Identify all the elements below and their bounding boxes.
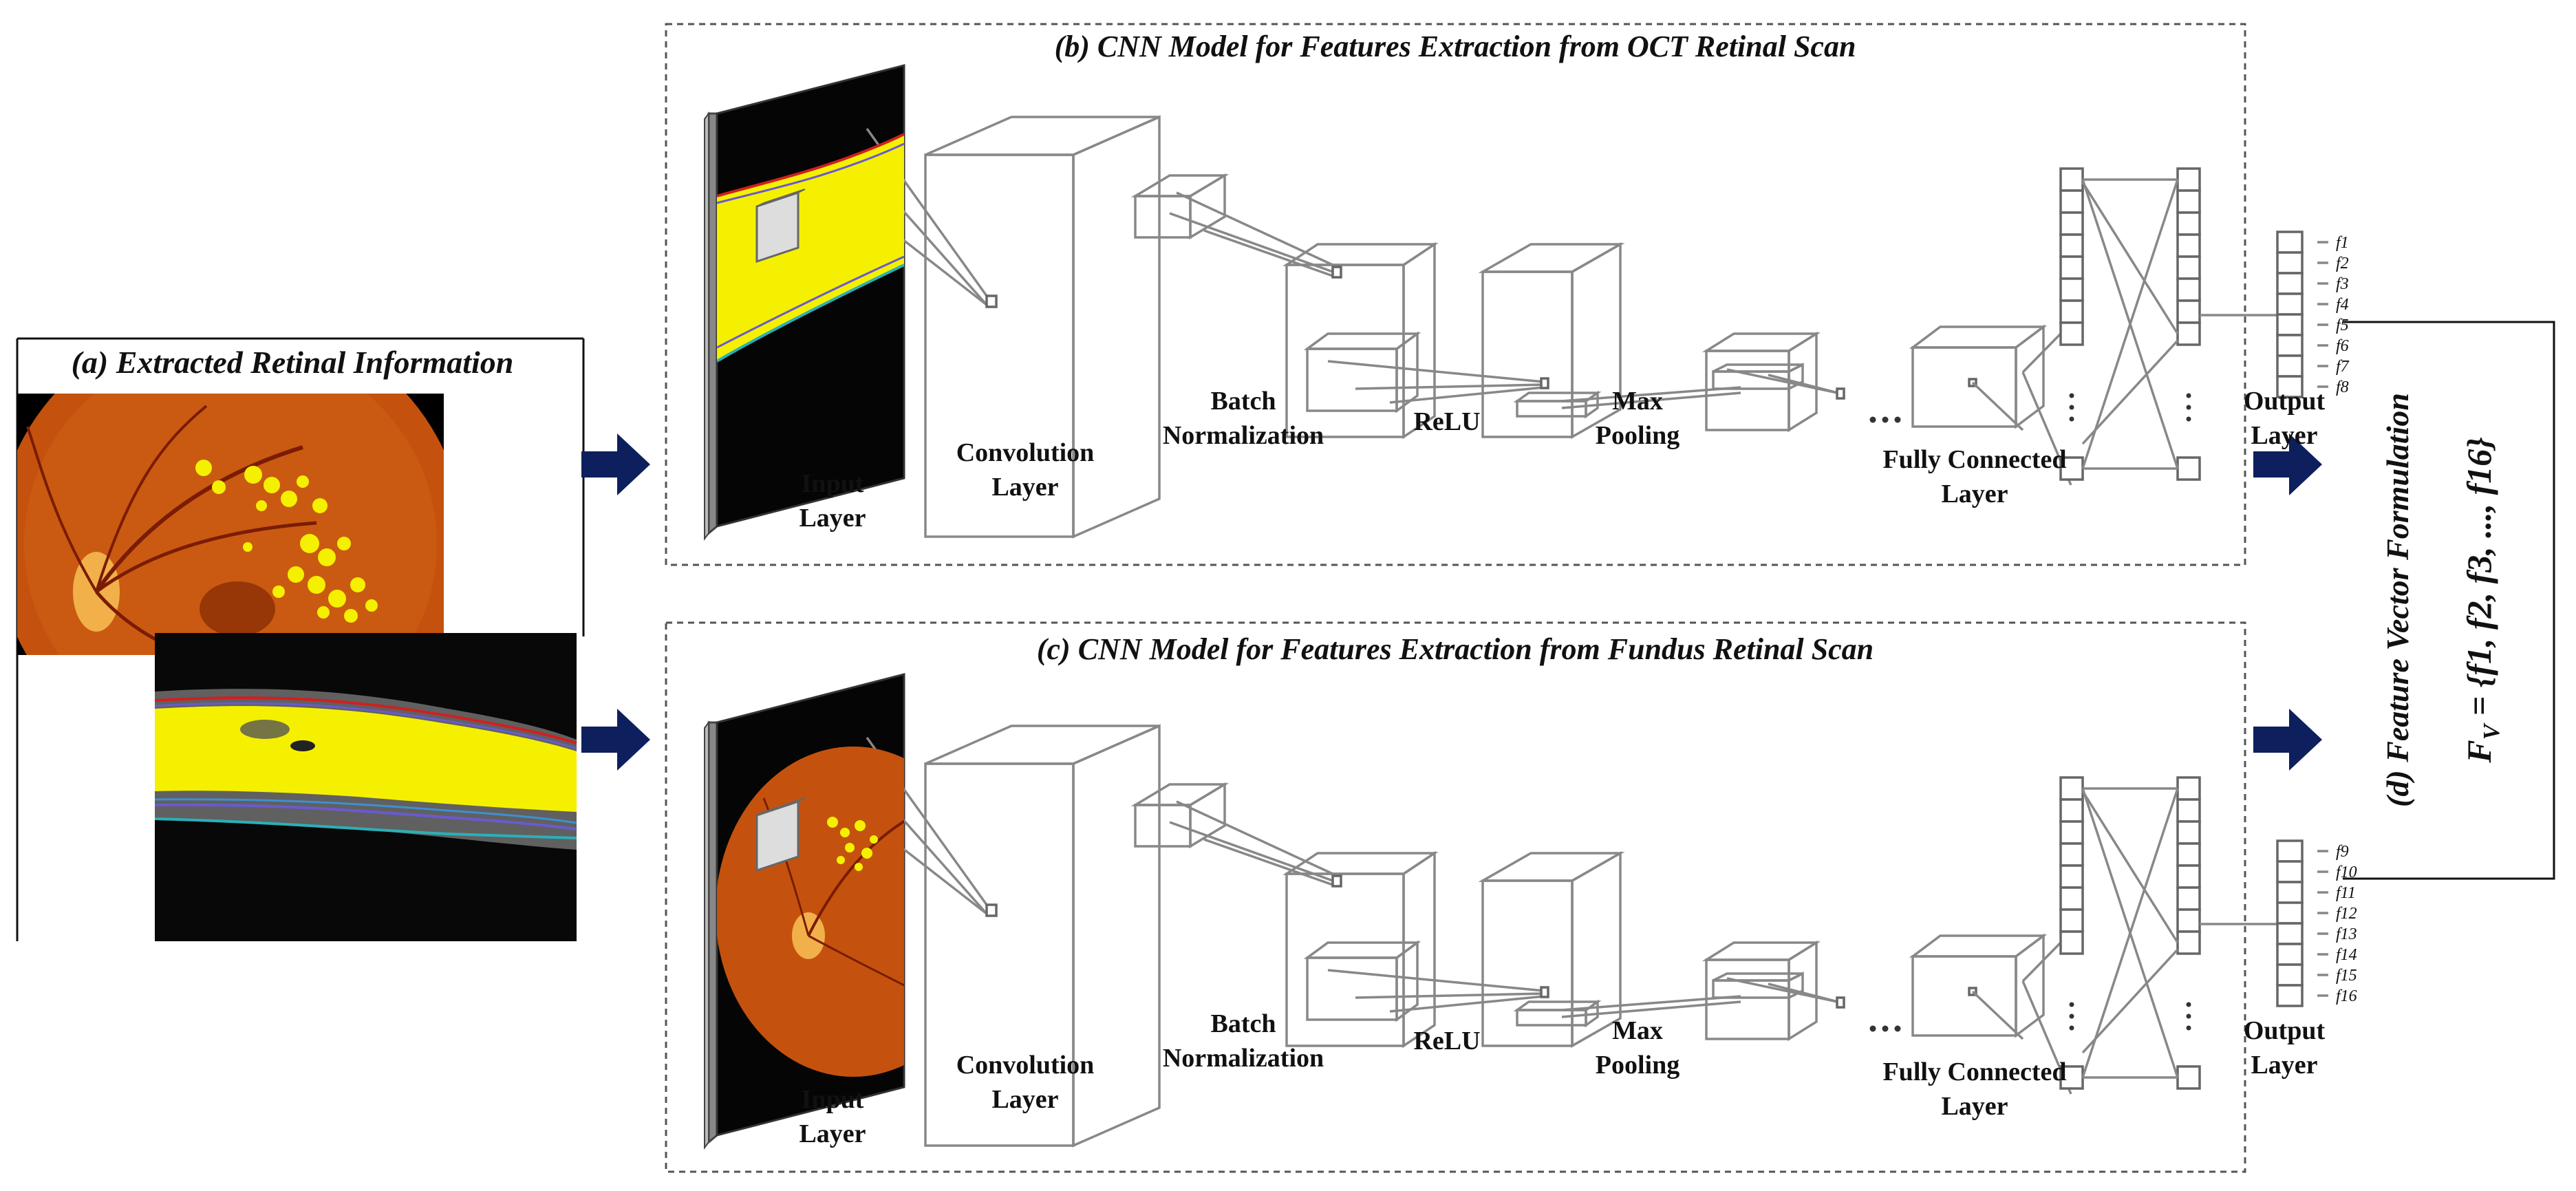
feature-vector-formula: FV = {f1, f2, f3, ..., f16} (2460, 437, 2504, 763)
fundus-image (17, 394, 444, 655)
feature-label: f8 (2336, 378, 2349, 396)
feature-label: f11 (2336, 884, 2356, 902)
feature-label: f2 (2336, 255, 2349, 272)
feature-label: f15 (2336, 967, 2357, 985)
feature-labels-oct: f1 f2 f3 f4 f5 f6 f7 f8 (2336, 234, 2350, 396)
feature-label: f6 (2336, 337, 2349, 355)
cnn-network-oct (703, 64, 2330, 540)
cnn-network-fundus (703, 673, 2330, 1149)
feature-label: f5 (2336, 316, 2349, 334)
oct-input-image (717, 133, 904, 363)
feature-label: f3 (2336, 275, 2349, 293)
feature-label: f12 (2336, 905, 2357, 923)
panel-b-title: (b) CNN Model for Features Extraction fr… (1055, 30, 1856, 63)
block-arrow-right-icon (2253, 709, 2322, 771)
panel-b: (b) CNN Model for Features Extraction fr… (665, 23, 2350, 566)
panel-d-title: (d) Feature Vector Formulation (2380, 393, 2415, 807)
panel-c: (c) CNN Model for Features Extraction fr… (665, 621, 2357, 1173)
feature-label: f1 (2336, 234, 2349, 252)
feature-label: f13 (2336, 925, 2357, 943)
panel-a-title: (a) Extracted Retinal Information (72, 345, 514, 380)
panel-d: (d) Feature Vector Formulation FV = {f1,… (2343, 321, 2555, 880)
oct-image (154, 633, 577, 941)
block-arrow-right-icon (581, 709, 650, 771)
feature-label: f16 (2336, 987, 2357, 1005)
panel-a: (a) Extracted Retinal Information (16, 337, 585, 941)
panel-c-title: (c) CNN Model for Features Extraction fr… (1037, 632, 1874, 666)
feature-labels-fundus: f9 f10 f11 f12 f13 f14 f15 f16 (2336, 843, 2357, 1005)
fundus-input-image (717, 747, 904, 1077)
feature-label: f14 (2336, 946, 2357, 964)
feature-label: f9 (2336, 843, 2349, 861)
feature-label: f4 (2336, 296, 2349, 314)
label-relu: ReLU (1413, 407, 1480, 436)
label-relu: ReLU (1413, 1027, 1480, 1055)
block-arrow-right-icon (581, 433, 650, 495)
feature-label: f7 (2336, 358, 2350, 376)
